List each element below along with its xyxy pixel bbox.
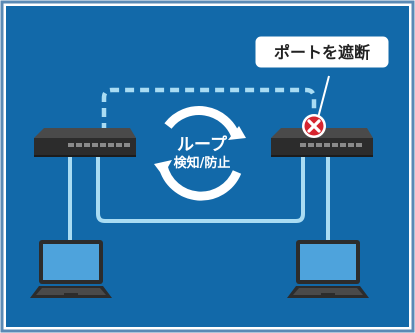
loop-arrows-icon	[154, 106, 246, 201]
loop-label-line2: 検知/防止	[174, 155, 231, 171]
redundant-link-dashed	[101, 87, 317, 132]
left-laptop-icon	[30, 240, 112, 298]
right-laptop-icon	[287, 240, 369, 298]
blocked-port-x-icon	[302, 114, 326, 138]
callout-text: ポートを遮断	[274, 43, 370, 62]
callout-box: ポートを遮断	[254, 35, 390, 69]
loop-label-line1: ループ	[177, 134, 228, 155]
left-switch-icon	[34, 128, 136, 157]
callout-leader-line	[317, 75, 330, 119]
switch-interconnect-link	[96, 154, 305, 223]
